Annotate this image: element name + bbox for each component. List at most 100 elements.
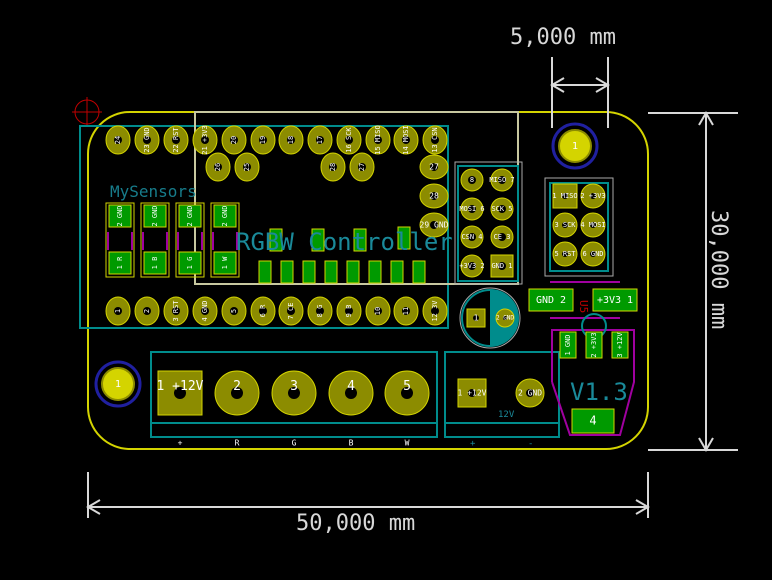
through-hole-pad[interactable] <box>307 125 333 155</box>
smd-pad[interactable] <box>302 260 316 284</box>
regulator-ref: U5 <box>577 300 590 313</box>
through-hole-pad[interactable] <box>105 296 131 326</box>
terminal-power-label-minus: - <box>528 439 533 449</box>
pad-label: 1 GND <box>564 334 572 355</box>
smd-pad[interactable] <box>611 331 629 359</box>
smd-pad[interactable] <box>346 260 360 284</box>
through-hole-pad[interactable] <box>105 125 131 155</box>
through-hole-pad[interactable] <box>157 370 203 416</box>
through-hole-pad[interactable] <box>552 241 578 267</box>
through-hole-pad[interactable] <box>393 296 419 326</box>
smd-pad[interactable] <box>585 331 603 359</box>
smd-pad[interactable] <box>213 251 237 275</box>
through-hole-pad[interactable] <box>336 296 362 326</box>
smd-pad[interactable] <box>571 408 615 434</box>
smd-pad[interactable] <box>269 228 283 252</box>
smd-pad[interactable] <box>592 288 638 312</box>
through-hole-pad[interactable] <box>271 370 317 416</box>
smd-pad[interactable] <box>143 251 167 275</box>
through-hole-pad[interactable] <box>221 125 247 155</box>
through-hole-pad[interactable] <box>460 254 484 278</box>
through-hole-pad[interactable] <box>457 378 487 408</box>
pad-label: 8 G <box>316 305 324 318</box>
through-hole-pad[interactable] <box>365 296 391 326</box>
through-hole-pad[interactable] <box>134 296 160 326</box>
through-hole-pad[interactable] <box>495 308 515 328</box>
radio-header-fab <box>454 161 523 285</box>
through-hole-pad[interactable] <box>250 296 276 326</box>
through-hole-pad[interactable] <box>490 225 514 249</box>
through-hole-pad[interactable] <box>552 212 578 238</box>
mounting-hole[interactable] <box>94 360 142 408</box>
through-hole-pad[interactable] <box>214 370 260 416</box>
through-hole-pad[interactable] <box>490 254 514 278</box>
isp-header-court <box>549 182 609 272</box>
smd-pad[interactable] <box>258 260 272 284</box>
pad-label: 3 +12V <box>616 332 624 358</box>
through-hole-pad[interactable] <box>552 183 578 209</box>
through-hole-pad[interactable] <box>490 168 514 192</box>
through-hole-pad[interactable] <box>419 212 449 238</box>
smd-pad[interactable] <box>324 260 338 284</box>
through-hole-pad[interactable] <box>192 296 218 326</box>
through-hole-pad[interactable] <box>580 183 606 209</box>
through-hole-pad[interactable] <box>419 154 449 180</box>
through-hole-pad[interactable] <box>234 152 260 182</box>
through-hole-pad[interactable] <box>466 308 486 328</box>
through-hole-pad[interactable] <box>460 197 484 221</box>
through-hole-pad[interactable] <box>278 296 304 326</box>
smd-pad[interactable] <box>108 251 132 275</box>
through-hole-pad[interactable] <box>580 241 606 267</box>
pad-label: MISO 7 <box>489 176 514 184</box>
terminal-power-value: 12V <box>498 410 515 420</box>
through-hole-pad[interactable] <box>320 152 346 182</box>
through-hole-pad[interactable] <box>365 125 391 155</box>
through-hole-pad[interactable] <box>422 296 448 326</box>
mounting-hole[interactable] <box>551 122 599 170</box>
through-hole-pad[interactable] <box>393 125 419 155</box>
pad-label: 6 R <box>259 304 267 317</box>
through-hole-pad[interactable] <box>580 212 606 238</box>
through-hole-pad[interactable] <box>336 125 362 155</box>
through-hole-pad[interactable] <box>515 378 545 408</box>
through-hole-pad[interactable] <box>384 370 430 416</box>
through-hole-pad[interactable] <box>192 125 218 155</box>
smd-pad[interactable] <box>397 226 411 250</box>
through-hole-pad[interactable] <box>163 125 189 155</box>
smd-pad[interactable] <box>412 260 426 284</box>
smd-pad[interactable] <box>559 331 577 359</box>
smd-pad[interactable] <box>178 251 202 275</box>
led-footprint <box>105 202 135 278</box>
through-hole-pad[interactable] <box>163 296 189 326</box>
smd-pad[interactable] <box>368 260 382 284</box>
through-hole-pad[interactable] <box>490 197 514 221</box>
pad-label: 19 <box>259 136 267 144</box>
smd-pad[interactable] <box>178 204 202 228</box>
through-hole-pad[interactable] <box>134 125 160 155</box>
through-hole-pad[interactable] <box>422 125 448 155</box>
through-hole-pad[interactable] <box>278 125 304 155</box>
pad-label: 3 SCK <box>554 221 576 229</box>
smd-pad[interactable] <box>108 204 132 228</box>
pad-label: 21 +3V3 <box>201 125 209 155</box>
through-hole-pad[interactable] <box>328 370 374 416</box>
through-hole-pad[interactable] <box>307 296 333 326</box>
smd-pad[interactable] <box>143 204 167 228</box>
pad-label: 14 MOSI <box>402 125 410 155</box>
smd-pad[interactable] <box>390 260 404 284</box>
smd-pad[interactable] <box>280 260 294 284</box>
through-hole-pad[interactable] <box>221 296 247 326</box>
dimension-width: 50,000 mm <box>296 511 415 536</box>
pad-label: 5 <box>403 379 411 394</box>
smd-pad[interactable] <box>528 288 574 312</box>
through-hole-pad[interactable] <box>205 152 231 182</box>
through-hole-pad[interactable] <box>419 183 449 209</box>
smd-pad[interactable] <box>353 228 367 252</box>
through-hole-pad[interactable] <box>460 168 484 192</box>
through-hole-pad[interactable] <box>460 225 484 249</box>
through-hole-pad[interactable] <box>250 125 276 155</box>
smd-pad[interactable] <box>311 228 325 252</box>
smd-pad[interactable] <box>213 204 237 228</box>
through-hole-pad[interactable] <box>349 152 375 182</box>
